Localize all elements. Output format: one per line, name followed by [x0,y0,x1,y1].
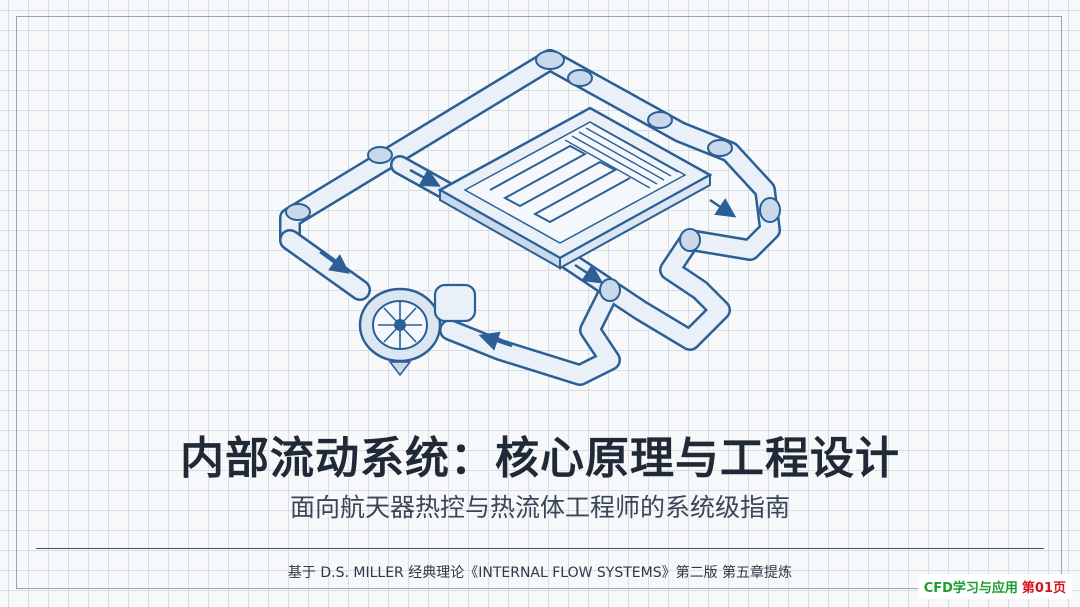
pump-icon [358,283,477,377]
slide-title: 内部流动系统：核心原理与工程设计 [180,433,900,484]
divider [36,548,1044,549]
cold-plate-icon [437,106,713,270]
pipe-loop-illustration [279,49,781,386]
slide-subtitle: 面向航天器热控与热流体工程师的系统级指南 [289,493,790,522]
page-badge: CFD学习与应用第01页 [917,574,1072,599]
source-footnote: 基于 D.S. MILLER 经典理论《INTERNAL FLOW SYSTEM… [287,565,793,581]
pipe-loop-icon [279,49,781,386]
page-number: 第01页 [1021,581,1066,596]
flow-arrow-icon [319,168,737,351]
channel-label: CFD学习与应用 [923,581,1018,596]
slide-frame [16,16,1062,589]
